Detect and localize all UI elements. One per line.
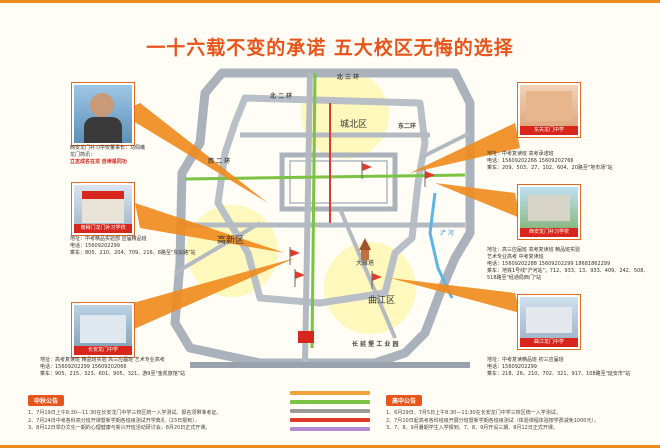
photo-chairman: [72, 83, 134, 145]
second-ring-road: [214, 94, 429, 307]
campus-right-top: 地址：中考复读班 高考承诺班 电话：15609202266 1560920276…: [487, 151, 613, 172]
campus-left-bottom: 地址：高考复读班 精品班实验 高三应届班 艺术专业高考 电话：156092022…: [40, 357, 185, 378]
notice-header: 中秋公告: [28, 395, 65, 406]
legend-bar: [290, 400, 370, 404]
info-line: 乘车：209、503、27、102、604、20路至"地市场"站: [487, 165, 613, 171]
label-qujiang: 曲江区: [368, 295, 395, 306]
info-line: 乘车：218、26、210、702、321、917、108路至"延安市"站: [487, 371, 631, 377]
info-line: 立志成名在龙 自律是同功: [70, 159, 127, 165]
poster-title: 一十六载不变的承诺 五大校区无悔的选择: [146, 37, 514, 59]
info-line: 乘车：905、215、323、601、905、321、游9至"金凯旅馆"站: [40, 371, 186, 377]
photo-caption: 东关龙门中学: [520, 126, 578, 135]
bottom-border: [0, 445, 660, 448]
pagoda-icon: [359, 238, 371, 260]
bus-stop-icon: [298, 331, 314, 343]
pointer-left-top: [120, 103, 268, 203]
photo-qujiang: 曲江龙门中学: [518, 295, 580, 349]
label-north-third-ring: 北 三 环: [337, 73, 359, 81]
photo-nanshaomen: 南稍门龙门补习学校: [72, 183, 134, 235]
road-southwest: [173, 221, 262, 275]
label-gaoxin: 高新区: [217, 234, 244, 246]
info-line: 电话：15609202288 15609202299 18681862299: [487, 261, 611, 267]
photo-caption: 长安龙门中学: [74, 346, 132, 355]
campus-right-middle: 地址：高三应届班 高考复读班 精品班实验 艺术专业高考 中考复读班 电话：156…: [487, 247, 648, 282]
legend-bar: [290, 391, 370, 395]
photo-xian: 西安龙门补习学校: [518, 185, 580, 239]
pointer-left-middle: [135, 203, 285, 253]
campus-right-bottom: 地址：中考复读精品班 初三应届班 电话：15609202299 乘车：218、2…: [487, 357, 630, 378]
info-line: 龙门简讯：: [70, 152, 96, 158]
info-line: 电话：15609202299: [70, 243, 120, 249]
info-line: 地址：中考精品实验部 应届精品班: [70, 236, 147, 242]
photo-caption: 南稍门龙门补习学校: [74, 224, 132, 233]
info-line: 518路至"经通局西门"站: [487, 275, 542, 281]
legend-bar: [290, 427, 370, 431]
notice-header: 高中公告: [386, 395, 423, 406]
pointer-right-top: [410, 123, 520, 173]
city-wall-inner: [289, 160, 388, 204]
info-line: 电话：15609202299 15609202066: [40, 364, 127, 370]
notice-line: 3、7、8、9月暑期学生入学报到、7、8、9月开设三期、8月12日正式开课。: [386, 425, 558, 431]
photo-caption: 曲江龙门中学: [520, 338, 578, 347]
label-east-second-ring: 东二环: [398, 122, 416, 130]
info-line: 乘车：地铁1号线"浐河站"；712、933、13、933、409、242、508…: [487, 268, 649, 274]
chan-river: [428, 192, 454, 299]
info-line: 艺术专业高考 中考复读班: [487, 254, 544, 260]
label-west-second-ring: 西 二 环: [208, 157, 230, 165]
campus-left-top: 西安龙门补习学校董事长：马佩曦 龙门简讯： 立志成名在龙 自律是同功: [70, 145, 145, 166]
label-dayan: 大雁塔: [356, 259, 374, 267]
road-main-axis: [302, 72, 313, 364]
city-wall-road: [279, 152, 398, 212]
info-line: 西安龙门补习学校董事长：马佩曦: [70, 145, 146, 151]
info-line: 乘车：805、210、204、709、216、8路至"东仪路"站: [70, 250, 196, 256]
info-line: 地址：中考复读班 高考承诺班: [487, 151, 554, 157]
info-line: 电话：15609202266 15609202766: [487, 158, 574, 164]
notice-line: 1、7月19日上午8:30—11:30在长安龙门中学三校区统一入学测试。报名须带…: [28, 410, 222, 416]
pointer-left-bottom: [115, 258, 295, 333]
pointer-right-middle: [435, 183, 520, 218]
campus-left-middle: 地址：中考精品实验部 应届精品班 电话：15609202299 乘车：805、2…: [70, 236, 196, 257]
notice-line: 2、7月24日中考各科高分班开课暨新学期各班级测试开学典礼（23日报到）。: [28, 417, 200, 424]
legend-bar: [290, 418, 370, 422]
notice-line: 1、6月29日、7月5日上午8:30—11:30在长安龙门中学三校区统一入学测试…: [386, 410, 561, 416]
metro-line-2: [310, 72, 317, 349]
legend-bar: [290, 409, 370, 413]
info-line: 地址：高三应届班 高考复读班 精品班实验: [487, 247, 581, 253]
label-chengbei: 城北区: [340, 119, 367, 130]
info-line: 地址：中考复读精品班 初三应届班: [487, 357, 564, 363]
label-north-second-ring: 北 二 环: [270, 92, 292, 100]
photo-dongguan: 东关龙门中学: [518, 83, 580, 137]
pointer-right-bottom: [390, 278, 520, 313]
route-legend: [290, 391, 370, 436]
notice-line: 2、7月10日起高考各科班级开展分班暨新学期各班级测试（体验课程体验按学费减免1…: [386, 417, 599, 424]
qujiang-zone: [324, 242, 416, 334]
notice-right: 高中公告 1、6月29日、7月5日上午8:30—11:30在长安龙门中学三校区统…: [386, 388, 636, 446]
road-east: [419, 131, 471, 160]
photo-changan: 长安龙门中学: [72, 303, 134, 357]
notice-left: 中秋公告 1、7月19日上午8:30—11:30在长安龙门中学三校区统一入学测试…: [28, 388, 278, 446]
photo-caption: 西安龙门补习学校: [520, 228, 578, 237]
notice-line: 3、8月12日举办文化一期的心理健康与新兴开班活动研讨会，8月20日正式开课。: [28, 425, 211, 431]
label-chan-river: 浐 河: [440, 229, 454, 237]
campus-flags: [290, 163, 435, 281]
info-line: 地址：高考复读班 精品班实验 高三应届班 艺术专业高考: [40, 357, 165, 363]
campus-map: 北 三 环 北 二 环 西 二 环 东二环 城北区 高新区 曲江区 大雁塔 长 …: [115, 68, 520, 368]
label-changyan: 长 延 堡 工 业 园: [352, 340, 398, 348]
info-line: 电话：15609202299: [487, 364, 537, 370]
road-diagonal: [338, 208, 397, 339]
